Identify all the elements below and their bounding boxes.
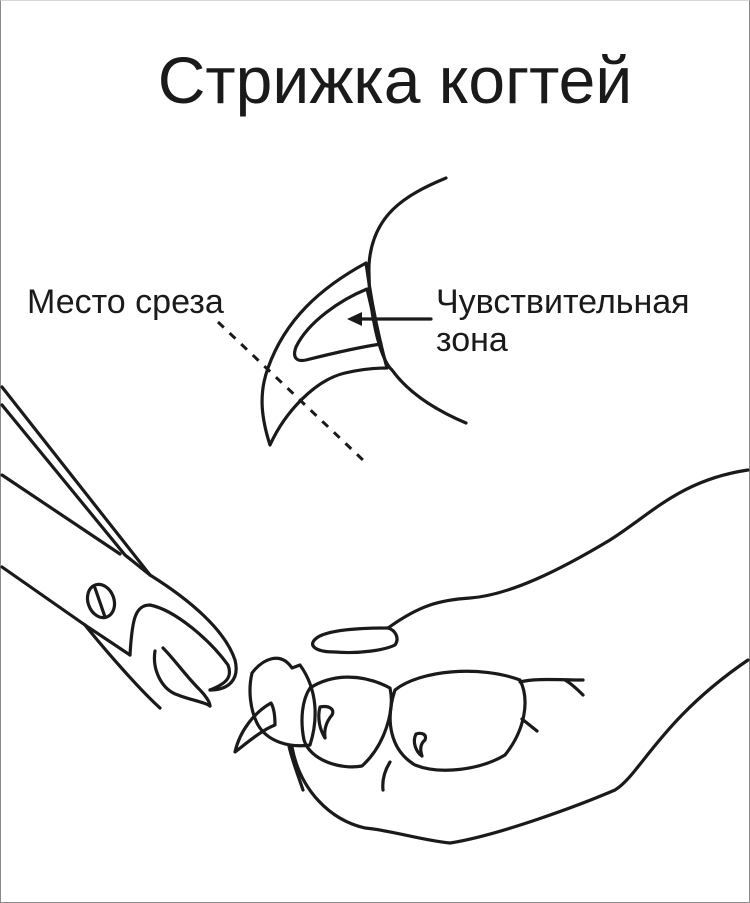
sensitive-zone-label-line1: Чувствительная (436, 283, 690, 321)
nail-clipper-icon (0, 385, 238, 710)
cat-paw-icon (233, 468, 750, 845)
cut-line (216, 320, 366, 463)
claw-closeup-icon (216, 176, 468, 463)
cut-location-label: Место среза (27, 283, 224, 321)
sensitive-zone-label: Чувствительная зона (436, 283, 690, 359)
sensitive-zone-label-line2: зона (436, 321, 508, 359)
diagram-title: Стрижка когтей (157, 43, 633, 117)
